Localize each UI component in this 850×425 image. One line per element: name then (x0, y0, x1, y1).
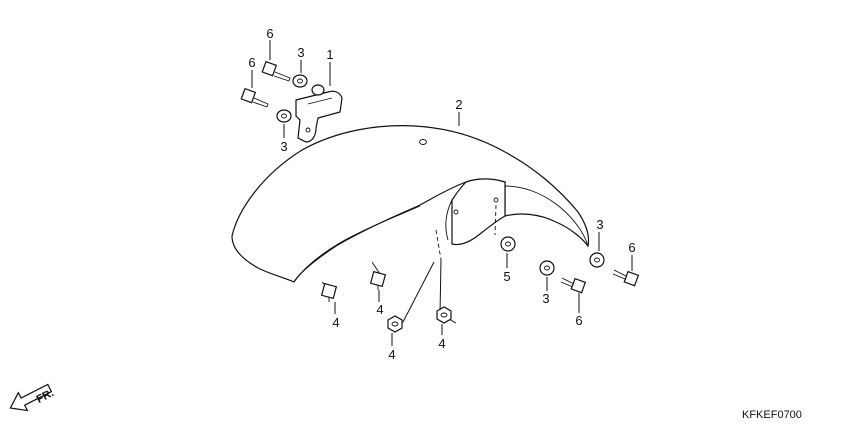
bolt-6-left (240, 87, 269, 108)
collar-3-top (292, 74, 308, 88)
callout-4-b: 4 (376, 302, 383, 317)
collar-3-right (589, 252, 605, 268)
front-arrow-icon (9, 383, 53, 412)
callout-4-a: 4 (332, 315, 339, 330)
front-fender (231, 125, 590, 291)
callout-3-right: 3 (596, 217, 603, 232)
callout-5: 5 (503, 269, 510, 284)
collar-5 (500, 236, 516, 252)
callout-1: 1 (326, 47, 333, 62)
diagram-code: KFKEF0700 (742, 409, 802, 421)
bolt-6-top (261, 60, 291, 82)
bolt-6-mid (560, 277, 587, 294)
callout-6-top: 6 (266, 26, 273, 41)
collar-3-mid (539, 260, 555, 276)
callout-2: 2 (455, 97, 462, 112)
callout-3-left: 3 (280, 139, 287, 154)
callout-4-d: 4 (438, 336, 445, 351)
clip-4-d (436, 306, 452, 324)
collar-3-left (276, 109, 292, 123)
callout-4-c: 4 (388, 347, 395, 362)
callout-6-left: 6 (248, 55, 255, 70)
clip-4-a (320, 282, 338, 302)
callout-6-right: 6 (628, 240, 635, 255)
clip-4-c (387, 315, 403, 333)
callout-6-mid: 6 (575, 313, 582, 328)
callout-3-mid: 3 (542, 291, 549, 306)
clip-4-b (369, 270, 387, 290)
bracket (295, 84, 343, 143)
bolt-6-right (612, 269, 640, 287)
callout-3-top: 3 (297, 45, 304, 60)
